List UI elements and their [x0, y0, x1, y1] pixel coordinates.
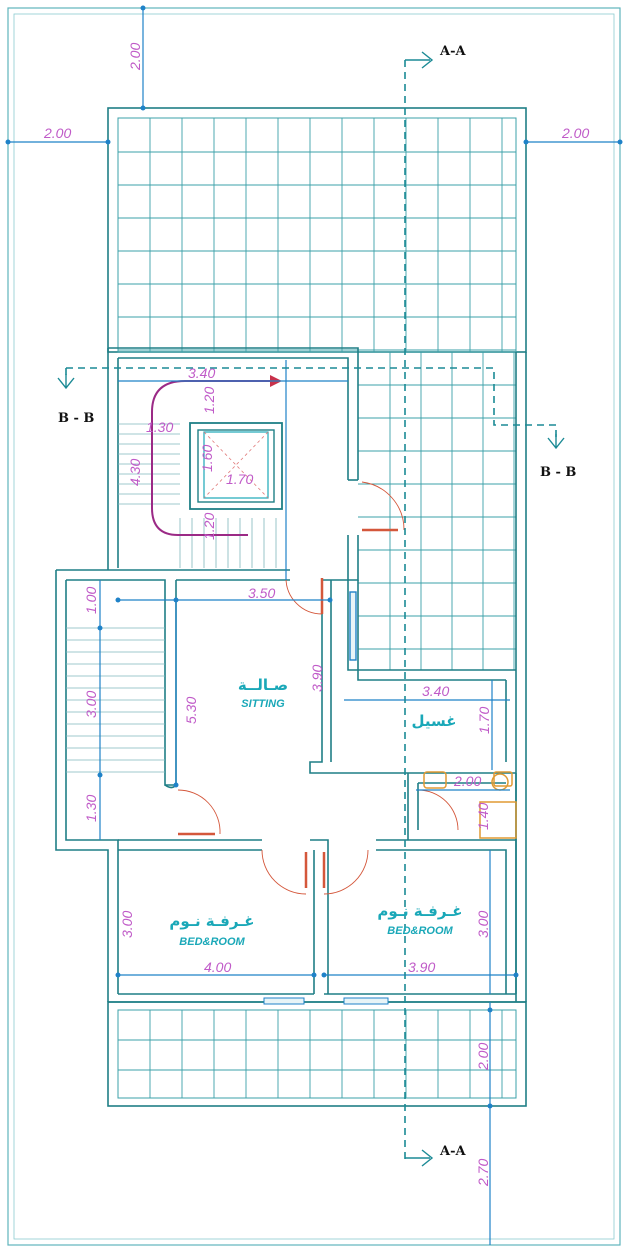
room-labels: صـالــة SITTING غسيل غـرفـة نـوم BED&ROO… [169, 676, 462, 948]
dim-right-setback: 2.00 [561, 125, 589, 141]
section-labels: A-A A-A B - B B - B [58, 44, 576, 1159]
dim-stair-landing-b: 1.20 [201, 513, 217, 540]
dim-left-stair-bottom: 1.30 [83, 795, 99, 822]
top-terrace-grid [107, 107, 527, 353]
dim-lift-width: 1.70 [226, 471, 253, 487]
section-aa-bottom: A-A [439, 1144, 466, 1159]
dim-left-setback: 2.00 [43, 125, 71, 141]
dim-stair-side: 1.30 [146, 419, 173, 435]
room-sitting-arabic: صـالــة [238, 676, 288, 694]
dim-wash-width: 3.40 [422, 683, 449, 699]
dim-bedroom2-depth: 3.00 [475, 911, 491, 938]
section-lines [57, 51, 565, 1167]
dim-top-setback: 2.00 [127, 43, 143, 71]
dim-sitting-height: 5.30 [183, 697, 199, 724]
dim-stair-landing-a: 1.20 [201, 387, 217, 414]
dim-stair-width: 3.40 [188, 365, 215, 381]
dim-bottom-balcony: 2.00 [475, 1043, 491, 1071]
dimension-labels: 2.00 2.00 2.00 3.40 1.20 1.30 4.30 1.60 … [43, 43, 589, 1187]
dimension-ticks [5, 5, 623, 1109]
dim-bath-depth: 1.40 [475, 803, 491, 830]
room-bed2-english: BED&ROOM [387, 925, 453, 937]
dim-bedroom1-depth: 3.00 [119, 911, 135, 938]
room-wash-arabic: غسيل [411, 712, 456, 730]
section-arrow-icon [405, 1149, 434, 1167]
lift-shaft [189, 422, 283, 510]
plot-boundary [7, 7, 621, 1246]
room-bed2-arabic: غـرفـة نـوم [377, 902, 462, 920]
section-aa-top: A-A [439, 44, 466, 59]
left-stair-treads [66, 627, 165, 773]
section-arrow-icon [547, 434, 565, 450]
terrace-tiles [118, 118, 516, 352]
bottom-balcony [107, 1001, 527, 1107]
room-sitting-english: SITTING [241, 698, 285, 710]
section-arrow-icon [405, 51, 434, 69]
windows [263, 591, 389, 1005]
dim-wash-depth: 1.70 [476, 707, 492, 734]
right-terrace-tiles [358, 352, 516, 670]
plot-boundary-inner [13, 13, 615, 1240]
section-bb-left: B - B [58, 411, 94, 426]
dim-sitting-width: 3.50 [248, 585, 275, 601]
dimension-lines [8, 8, 620, 1245]
dim-lift-height: 1.60 [199, 445, 215, 472]
dim-bedroom2-width: 3.90 [408, 959, 435, 975]
room-bed1-english: BED&ROOM [179, 936, 245, 948]
dim-left-stair-run: 3.00 [83, 691, 99, 718]
section-arrow-icon [57, 374, 75, 390]
stair-treads [118, 423, 277, 568]
door-swings [177, 481, 459, 895]
dim-stair-run: 4.30 [127, 459, 143, 486]
section-bb-right: B - B [540, 465, 576, 480]
stair-path-line [151, 380, 270, 536]
dim-bedroom1-width: 4.00 [204, 959, 231, 975]
dim-bottom-setback: 2.70 [475, 1159, 491, 1187]
balcony-tiles [118, 1010, 516, 1098]
room-bed1-arabic: غـرفـة نـوم [169, 912, 254, 930]
stair-block-walls [107, 347, 359, 581]
dim-bath-width: 2.00 [453, 773, 481, 789]
doors [178, 528, 398, 888]
dim-sitting-depth: 3.90 [309, 665, 325, 692]
dim-left-stair-top: 1.00 [83, 587, 99, 614]
